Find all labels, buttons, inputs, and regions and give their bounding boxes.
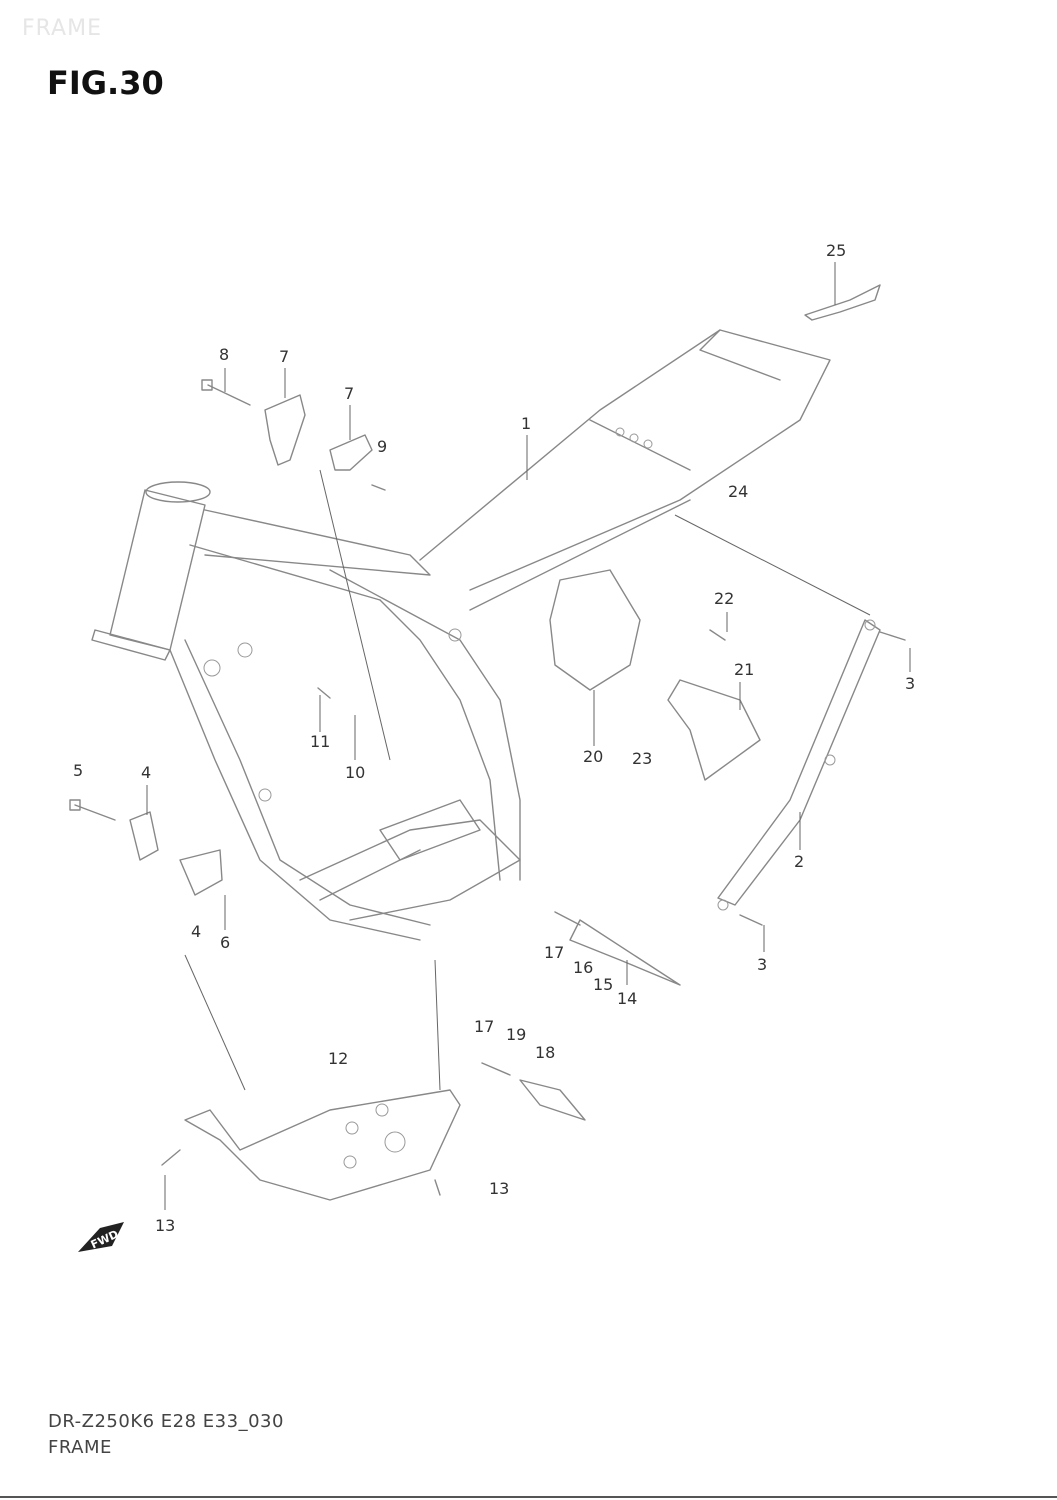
- bracket-top: [804, 284, 881, 321]
- callout-2: 2: [794, 852, 804, 871]
- mud-guard: [667, 679, 761, 781]
- callout-17-upper: 17: [544, 943, 564, 962]
- mount-bracket-4b: [179, 849, 223, 896]
- side-guard: [569, 919, 681, 986]
- bracket-right: [329, 434, 373, 471]
- callout-13-left: 13: [155, 1216, 175, 1235]
- callout-3-lower: 3: [757, 955, 767, 974]
- callout-6: 6: [220, 933, 230, 952]
- callout-15: 15: [593, 975, 613, 994]
- callout-21: 21: [734, 660, 754, 679]
- callout-11: 11: [310, 732, 330, 751]
- callout-20: 20: [583, 747, 603, 766]
- rear-subframe: [717, 619, 881, 911]
- callout-10: 10: [345, 763, 365, 782]
- bottom-divider: [0, 1496, 1057, 1498]
- callout-25: 25: [826, 241, 846, 260]
- callout-numbers: 25 1 8 7 7 9 24 22 21 3 20 23 11 10 5 4 …: [73, 241, 915, 1235]
- callout-16: 16: [573, 958, 593, 977]
- callout-18: 18: [535, 1043, 555, 1062]
- footrest-bracket: [519, 1079, 586, 1121]
- callout-12: 12: [328, 1049, 348, 1068]
- callout-19: 19: [506, 1025, 526, 1044]
- callout-8: 8: [219, 345, 229, 364]
- callout-7-upper: 7: [279, 347, 289, 366]
- battery-holder: [549, 569, 641, 691]
- bolts: [69, 379, 906, 1196]
- main-frame: [91, 329, 831, 941]
- diagram-name: FRAME: [48, 1437, 112, 1458]
- callout-23: 23: [632, 749, 652, 768]
- skid-plate: [184, 1089, 461, 1201]
- forward-direction-badge: FWD: [78, 1222, 124, 1252]
- callout-3-upper: 3: [905, 674, 915, 693]
- callout-14: 14: [617, 989, 637, 1008]
- callout-13-right: 13: [489, 1179, 509, 1198]
- callout-7-right: 7: [344, 384, 354, 403]
- callout-24: 24: [728, 482, 748, 501]
- callout-4-lower: 4: [191, 922, 201, 941]
- callout-4-upper: 4: [141, 763, 151, 782]
- callout-22: 22: [714, 589, 734, 608]
- callout-1: 1: [521, 414, 531, 433]
- figure-title: FIG.30: [47, 64, 164, 102]
- diagram-code: DR-Z250K6 E28 E33_030: [48, 1411, 284, 1432]
- leader-lines: [146, 262, 911, 1210]
- watermark-label: FRAME: [22, 16, 102, 41]
- bracket-upper: [264, 394, 306, 466]
- mount-bracket-4: [129, 811, 159, 861]
- callout-5: 5: [73, 761, 83, 780]
- callout-17-lower: 17: [474, 1017, 494, 1036]
- callout-9: 9: [377, 437, 387, 456]
